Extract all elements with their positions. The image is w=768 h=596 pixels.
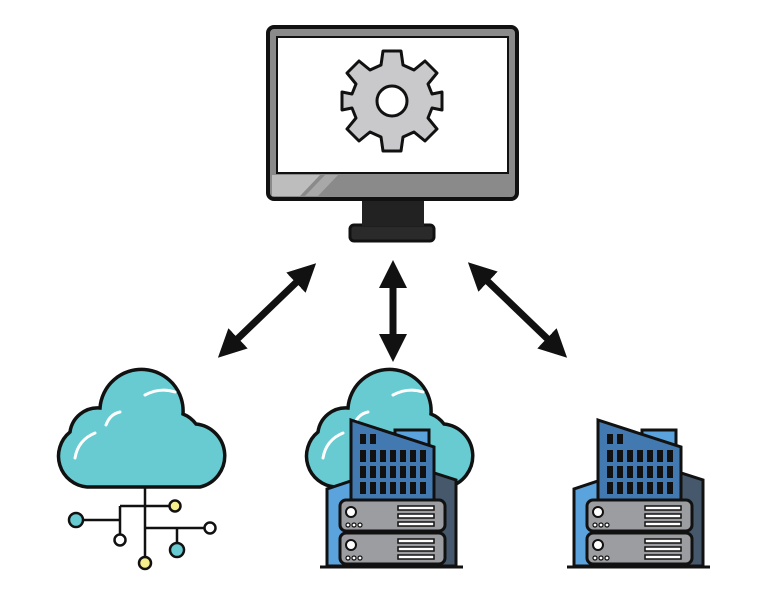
arrow-to-cloud-network — [217, 263, 317, 358]
gear-icon — [340, 49, 444, 153]
bidirectional-arrows — [217, 260, 568, 362]
server-building-icon — [567, 420, 710, 567]
monitor-gear-icon — [266, 25, 519, 243]
cloud-network-icon — [56, 367, 227, 571]
arrow-to-onprem-datacenter — [467, 262, 568, 358]
cloud-server-building-icon — [304, 367, 475, 567]
